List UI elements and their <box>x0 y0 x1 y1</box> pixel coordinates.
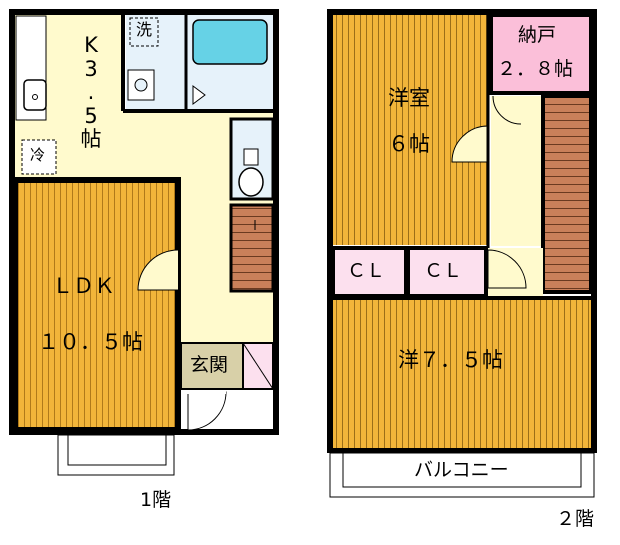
western-room-7-5-label: 洋７．５帖 <box>398 348 503 372</box>
storage-room <box>489 13 593 95</box>
wash-basin-bowl-icon <box>134 78 148 92</box>
western-room-6-size-label: ６帖 <box>388 132 430 156</box>
floor1-balcony <box>57 434 175 476</box>
storage-size-label: ２．８帖 <box>497 58 574 80</box>
bathtub-icon <box>192 19 268 65</box>
floor2-outer-wall <box>327 9 597 453</box>
floor2-balcony-inner <box>342 452 582 488</box>
western-room-7-5 <box>333 298 591 448</box>
storage-name-label: 納戸 <box>518 24 557 46</box>
toilet-tank-icon <box>243 148 259 166</box>
closet-a-label: ＣＬ <box>347 260 386 282</box>
washer-space-icon <box>129 17 159 47</box>
ldk-room <box>12 177 181 433</box>
floor2-caption: ２階 <box>556 508 595 530</box>
toilet-icon <box>238 167 264 197</box>
ldk-door-swing-icon <box>137 249 179 291</box>
entrance-door-swing-icon <box>187 391 227 431</box>
western-room-6-name-label: 洋室 <box>388 86 430 110</box>
floor2-hall <box>491 96 543 246</box>
floor-2 <box>327 9 597 498</box>
stairs-floor2 <box>541 94 593 294</box>
western-room-7-5-door-icon <box>487 249 527 289</box>
ldk-size-label: １０．５帖 <box>38 330 143 354</box>
closet-b <box>406 246 488 298</box>
western-room-6-door-icon <box>451 125 489 163</box>
shoe-closet-diagonal <box>242 342 274 390</box>
entrance-label: 玄関 <box>190 354 229 376</box>
fridge-space-icon <box>21 139 57 175</box>
closet-b-label: ＣＬ <box>424 260 463 282</box>
entrance-floor <box>180 342 244 390</box>
washer-label: 洗 <box>136 20 153 39</box>
western-room-6 <box>333 15 488 245</box>
kitchen-label: K 3 . 5 帖 <box>80 33 102 152</box>
fridge-label: 冷 <box>30 146 46 164</box>
balcony-label: バルコニー <box>414 459 509 481</box>
floor2-balcony <box>329 452 595 498</box>
floor-1 <box>9 9 279 476</box>
floor1-balcony-inner <box>67 434 167 466</box>
floor1-caption: 1階 <box>140 489 172 511</box>
bath-door-icon <box>192 85 206 105</box>
storage-door-icon <box>492 95 522 125</box>
sink-drain-icon <box>32 94 38 100</box>
stairs-floor1 <box>229 203 275 293</box>
ldk-name-label: ＬＤＫ <box>52 274 115 298</box>
